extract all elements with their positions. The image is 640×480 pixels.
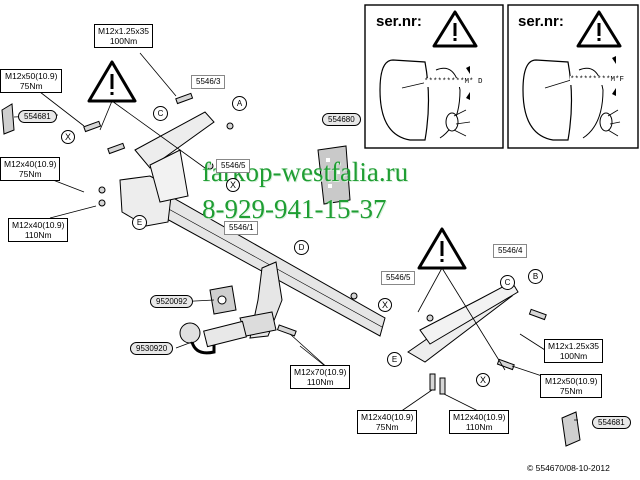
bolt-size: M12x1.25x35 [98, 26, 150, 36]
x-mark: X [378, 298, 392, 312]
part-number-9520092: 9520092 [150, 295, 194, 308]
serial-label: ser.nr: [376, 13, 422, 30]
bolt-size: M12x50(10.9) [5, 71, 58, 81]
x-mark: X [226, 178, 240, 192]
socket-plate-icon [209, 285, 237, 315]
bolt-size: M12x40(10.9) [453, 412, 506, 422]
reinforcement-plate-icon [317, 145, 351, 205]
bolt-size: M12x40(10.9) [361, 412, 414, 422]
tag-5546-1: 5546/1 [224, 221, 259, 235]
serial-panel-left [364, 4, 504, 149]
torque-label-right-upper: M12x1.25x35 100Nm [544, 339, 604, 363]
bolt-size: M12x40(10.9) [12, 220, 65, 230]
torque-label-left-mid: M12x40(10.9) 75Nm [0, 157, 61, 181]
ball-neck-bracket [239, 261, 283, 339]
torque-label-left-upper: M12x50(10.9) 75Nm [0, 69, 63, 93]
bolt-torque: 100Nm [559, 351, 588, 361]
bolt-torque: 75Nm [19, 81, 43, 91]
bolt-size: M12x1.25x35 [548, 341, 600, 351]
serial-label: ser.nr: [518, 13, 564, 30]
warning-icon [87, 60, 137, 103]
warning-icon [432, 10, 478, 48]
part-number-9530920: 9530920 [130, 342, 174, 355]
copyright-footer: © 554670/08-10-2012 [527, 463, 610, 473]
bolt-size: M12x50(10.9) [545, 376, 598, 386]
bolt-torque: 75Nm [559, 386, 583, 396]
tag-5546-5: 5546/5 [381, 271, 416, 285]
bolt-torque: 110Nm [306, 377, 334, 387]
part-number-554681: 554681 [18, 110, 57, 123]
left-side-bracket [119, 111, 215, 227]
tag-5546-5: 5546/5 [216, 159, 251, 173]
x-mark: X [61, 130, 75, 144]
part-number-554680: 554680 [322, 113, 361, 126]
spacer-plate-icon [1, 103, 15, 135]
bolt-torque: 75Nm [18, 169, 42, 179]
bolt-torque: 100Nm [109, 36, 138, 46]
spacer-plate-icon [561, 411, 581, 447]
leader-lines [13, 52, 578, 421]
callout-d: D [294, 240, 309, 255]
callout-c: C [500, 275, 515, 290]
callout-b: B [528, 269, 543, 284]
torque-label-top-bolt: M12x1.25x35 100Nm [94, 24, 154, 48]
bolt-torque: 75Nm [375, 422, 399, 432]
bolt-torque: 110Nm [24, 230, 52, 240]
warning-icon [576, 10, 622, 48]
bolt-size: M12x40(10.9) [4, 159, 57, 169]
watermark-phone: 8-929-941-15-37 [202, 194, 387, 224]
callout-e: E [132, 215, 147, 230]
serial-code: *********M*F [570, 76, 625, 85]
torque-label-left-low: M12x40(10.9) 110Nm [8, 218, 69, 242]
torque-label-right-mid: M12x50(10.9) 75Nm [540, 374, 603, 398]
tag-5546-4: 5546/4 [493, 244, 528, 258]
callout-c: C [153, 106, 168, 121]
bolt-torque: 110Nm [465, 422, 493, 432]
serial-code: *********M* D [424, 78, 483, 87]
torque-label-bottom-b: M12x40(10.9) 110Nm [449, 410, 510, 434]
tow-ball-icon [179, 320, 247, 355]
bolt-size: M12x70(10.9) [294, 367, 347, 377]
x-mark: X [476, 373, 490, 387]
part-number-554681: 554681 [592, 416, 631, 429]
torque-label-center-bottom: M12x70(10.9) 110Nm [290, 365, 351, 389]
right-side-bracket [407, 281, 519, 363]
callout-e: E [387, 352, 402, 367]
warning-icon [417, 227, 467, 270]
tag-5546-3: 5546/3 [191, 75, 226, 89]
torque-label-bottom-a: M12x40(10.9) 75Nm [357, 410, 418, 434]
bolt-icon [83, 92, 547, 395]
callout-a: A [232, 96, 247, 111]
